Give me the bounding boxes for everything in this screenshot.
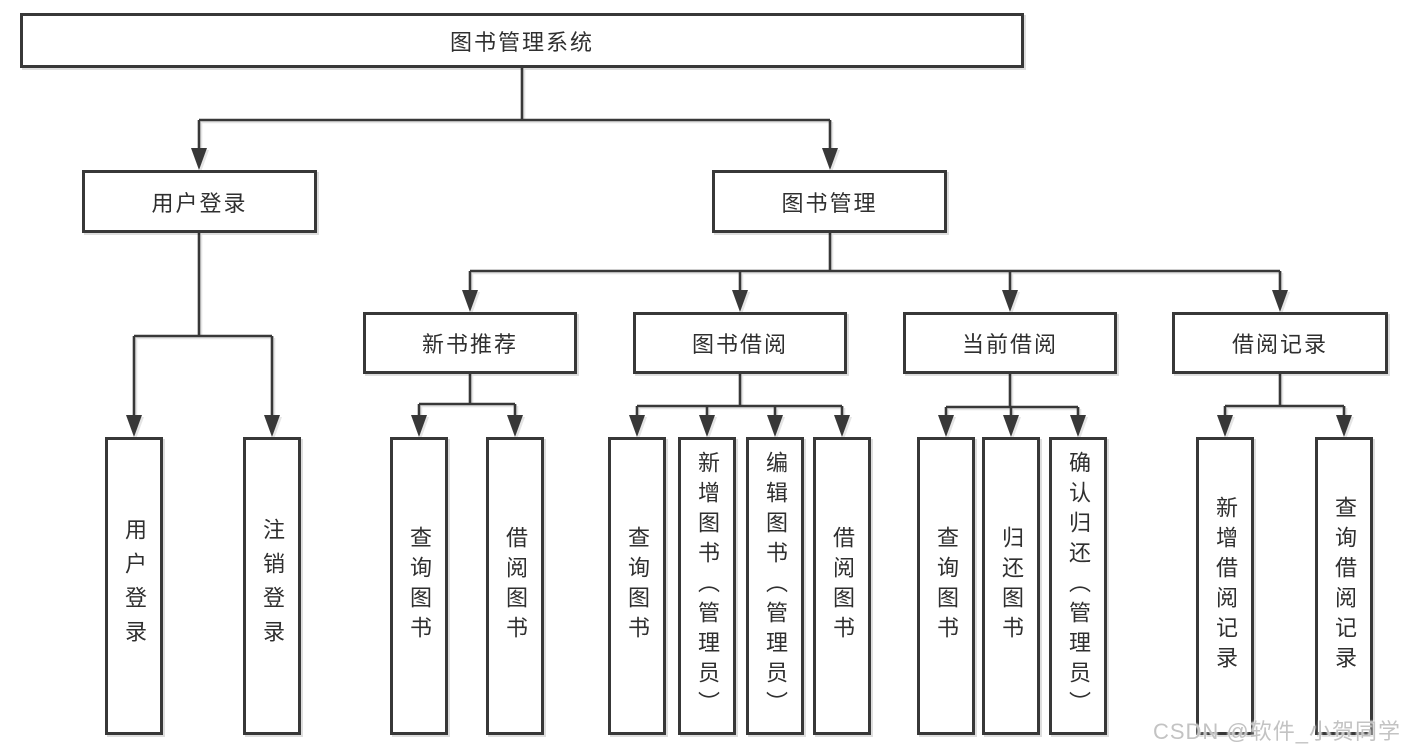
node-query-books-2-label: 查询图书 [625, 526, 650, 646]
node-borrow-books-1-label: 借阅图书 [503, 526, 528, 646]
node-book-borrow: 图书借阅 [633, 312, 847, 374]
node-user-login-action-label: 用户登录 [122, 518, 147, 654]
node-logout-action-label: 注销登录 [260, 518, 285, 654]
node-user-login-label: 用户登录 [151, 190, 248, 216]
watermark-text: CSDN @软件_小贺同学 [1152, 719, 1401, 744]
node-book-management-label: 图书管理 [781, 190, 878, 216]
arrowhead-down-icon [1217, 415, 1233, 437]
node-root-label: 图书管理系统 [449, 29, 594, 55]
arrowhead-down-icon [1070, 415, 1086, 437]
node-add-borrow-record: 新增借阅记录 [1196, 437, 1254, 735]
node-user-login: 用户登录 [82, 170, 317, 233]
node-query-books-1: 查询图书 [390, 437, 448, 735]
node-query-books-2: 查询图书 [608, 437, 666, 735]
node-return-book-label: 归还图书 [999, 526, 1024, 646]
arrowhead-down-icon [126, 415, 142, 437]
arrowhead-down-icon [1002, 290, 1018, 312]
node-edit-book-admin: 编辑图书（管理员） [746, 437, 804, 735]
node-book-borrow-label: 图书借阅 [691, 332, 788, 357]
arrowhead-down-icon [767, 415, 783, 437]
node-borrow-records-label: 借阅记录 [1231, 332, 1328, 357]
node-book-management: 图书管理 [712, 170, 947, 233]
node-query-books-1-label: 查询图书 [407, 526, 432, 646]
arrowhead-down-icon [822, 148, 838, 170]
node-borrow-books-2-label: 借阅图书 [830, 526, 855, 646]
node-new-book-recommend: 新书推荐 [363, 312, 577, 374]
arrowhead-down-icon [264, 415, 280, 437]
node-current-borrow: 当前借阅 [903, 312, 1117, 374]
node-borrow-records: 借阅记录 [1172, 312, 1388, 374]
connector-path [134, 68, 1344, 409]
node-current-borrow-label: 当前借阅 [961, 332, 1058, 357]
arrowhead-down-icon [1003, 415, 1019, 437]
arrowhead-down-icon [629, 415, 645, 437]
arrowhead-down-icon [507, 415, 523, 437]
arrowhead-down-icon [834, 415, 850, 437]
node-logout-action: 注销登录 [243, 437, 301, 735]
node-borrow-books-1: 借阅图书 [486, 437, 544, 735]
node-add-borrow-record-label: 新增借阅记录 [1213, 496, 1238, 676]
arrowhead-down-icon [462, 290, 478, 312]
node-root: 图书管理系统 [20, 13, 1024, 68]
node-query-books-3: 查询图书 [917, 437, 975, 735]
arrowhead-down-icon [699, 415, 715, 437]
node-query-borrow-record: 查询借阅记录 [1315, 437, 1373, 735]
arrowhead-down-icon [938, 415, 954, 437]
arrowhead-down-icon [411, 415, 427, 437]
arrowhead-down-icon [191, 148, 207, 170]
node-new-book-recommend-label: 新书推荐 [421, 332, 518, 357]
node-borrow-books-2: 借阅图书 [813, 437, 871, 735]
arrowhead-down-icon [1272, 290, 1288, 312]
node-query-borrow-record-label: 查询借阅记录 [1332, 496, 1357, 676]
node-return-book: 归还图书 [982, 437, 1040, 735]
node-confirm-return-admin: 确认归还（管理员） [1049, 437, 1107, 735]
arrowhead-down-icon [732, 290, 748, 312]
node-add-book-admin: 新增图书（管理员） [678, 437, 736, 735]
node-user-login-action: 用户登录 [105, 437, 163, 735]
node-edit-book-admin-label: 编辑图书（管理员） [763, 451, 788, 721]
node-add-book-admin-label: 新增图书（管理员） [695, 451, 720, 721]
node-query-books-3-label: 查询图书 [934, 526, 959, 646]
arrowhead-down-icon [1336, 415, 1352, 437]
node-confirm-return-admin-label: 确认归还（管理员） [1066, 451, 1091, 721]
